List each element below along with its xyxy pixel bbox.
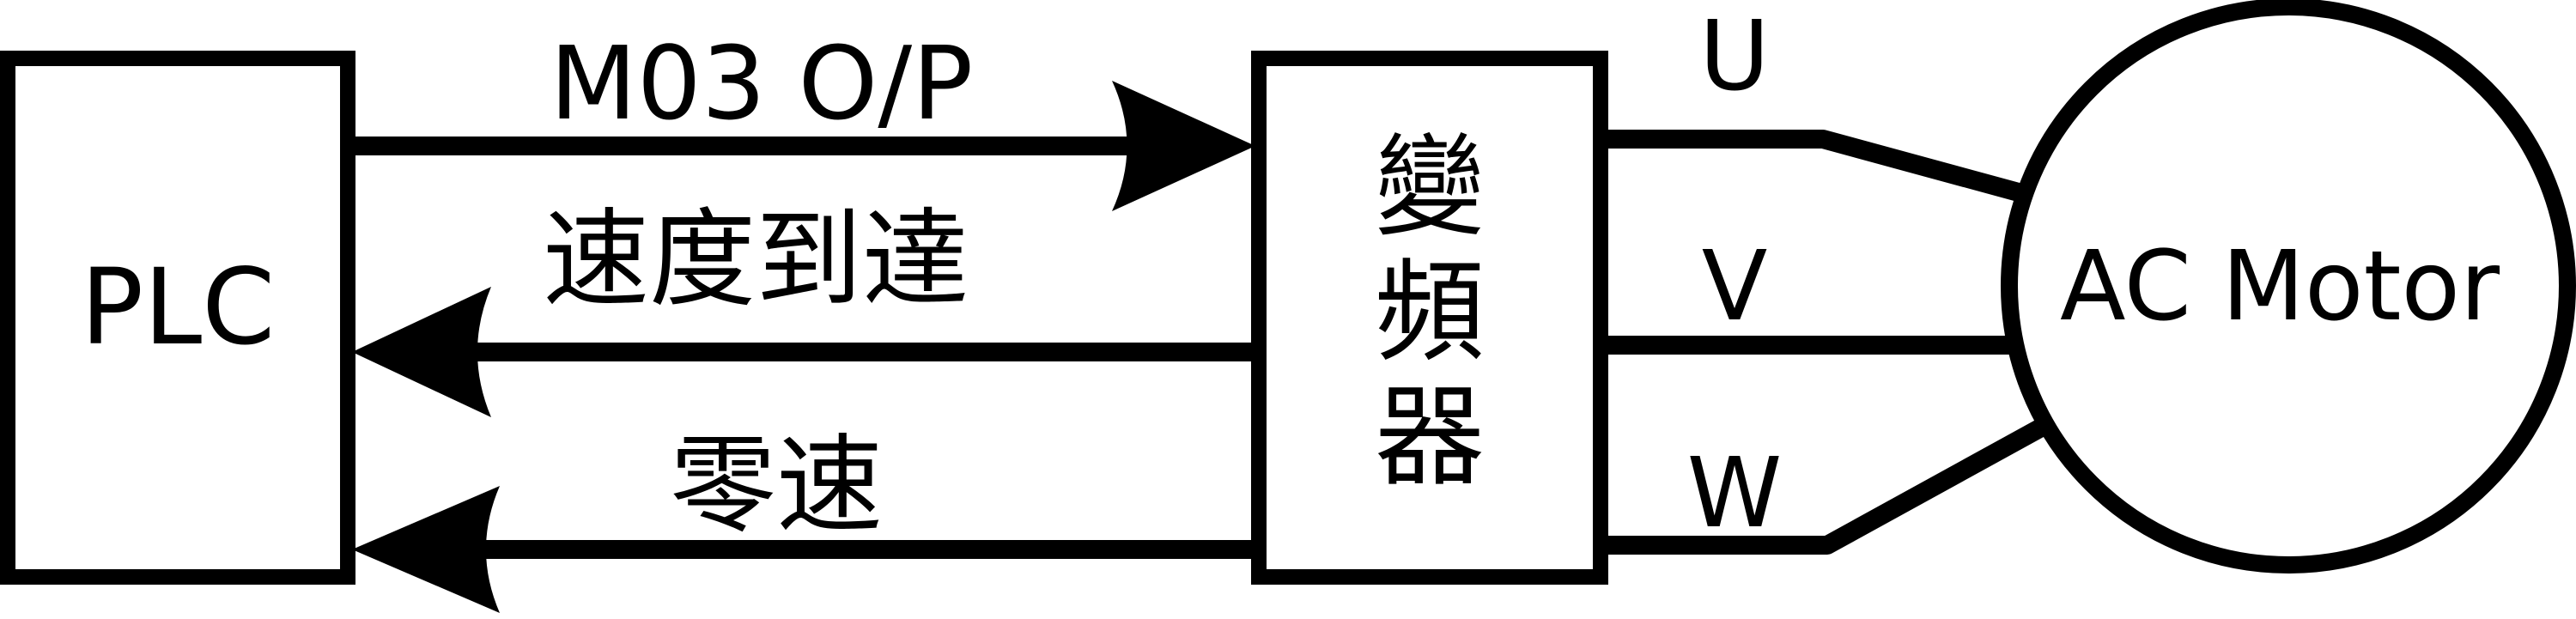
phase-w-line: [1608, 414, 2056, 555]
phase-u-line: [1608, 130, 2027, 203]
motor-circle: [2001, 0, 2576, 573]
vfd-label-char-1: 變: [1375, 124, 1485, 252]
plc-label: PLC: [81, 246, 276, 368]
output-signal-label: M03 O/P: [550, 24, 973, 143]
motor-label: AC Motor: [2060, 231, 2500, 343]
plc-box: [0, 51, 355, 585]
output-arrowhead: [1112, 81, 1255, 211]
speed-reached-arrowhead: [352, 287, 491, 417]
zero-speed-label: 零速: [670, 424, 883, 548]
speed-reached-label: 速度到達: [543, 198, 969, 322]
zero-speed-arrowhead: [352, 486, 500, 613]
phase-w-label: W: [1687, 438, 1783, 549]
phase-u-label: U: [1699, 1, 1770, 112]
vfd-label: 變 頻 器: [1375, 124, 1485, 501]
vfd-label-char-3: 器: [1375, 373, 1485, 501]
vfd-label-char-2: 頻: [1375, 249, 1485, 377]
phase-v-label: V: [1702, 231, 1768, 343]
vfd-box: [1251, 51, 1608, 585]
